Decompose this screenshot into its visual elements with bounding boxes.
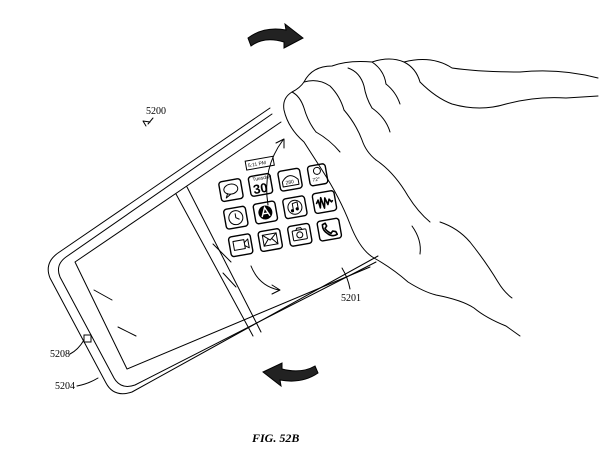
swipe-arrow-upper	[266, 138, 285, 206]
figure-caption: FIG. 52B	[251, 431, 299, 445]
mail-icon[interactable]	[257, 228, 284, 253]
leader-5204	[76, 377, 99, 387]
speech-bubble-icon[interactable]	[218, 178, 244, 203]
phone-icon[interactable]	[316, 217, 343, 242]
ref-label-5201: 5201	[341, 293, 361, 304]
ref-label-5208: 5208	[50, 349, 70, 360]
calendar-icon[interactable]: Tuesday 30	[247, 172, 275, 198]
calendar-date: 30	[252, 180, 269, 197]
hand-illustration	[283, 58, 599, 337]
ref-label-5200: 5200	[146, 106, 166, 117]
status-time: 5:11 PM	[248, 160, 267, 169]
calendar-day: Tuesday	[252, 174, 272, 183]
music-icon[interactable]	[282, 195, 308, 220]
side-button	[83, 334, 92, 343]
leader-5200	[147, 117, 154, 125]
rotation-arrow-bottom	[262, 362, 319, 388]
ref-label-5204: 5204	[55, 381, 75, 392]
weather-temp: 72°	[312, 177, 320, 184]
weather-icon[interactable]: 72°	[306, 163, 329, 187]
camera-icon[interactable]	[286, 222, 313, 247]
leader-5201	[341, 267, 351, 290]
rotation-arrow-top	[247, 22, 304, 49]
voice-memo-icon[interactable]	[311, 190, 338, 215]
app-store-icon[interactable]	[252, 200, 279, 225]
video-camera-icon[interactable]	[227, 233, 254, 258]
clock-icon[interactable]	[223, 205, 249, 230]
swipe-arrow-lower	[250, 265, 281, 295]
speed-badge: 280	[285, 179, 294, 186]
phone-device	[47, 107, 379, 395]
speedometer-icon[interactable]: 280	[277, 167, 303, 192]
leader-5200-arrow	[142, 120, 151, 127]
leader-5208	[69, 339, 85, 355]
app-grid: 5:11 PM Tuesday 30 280 72°	[218, 155, 343, 258]
